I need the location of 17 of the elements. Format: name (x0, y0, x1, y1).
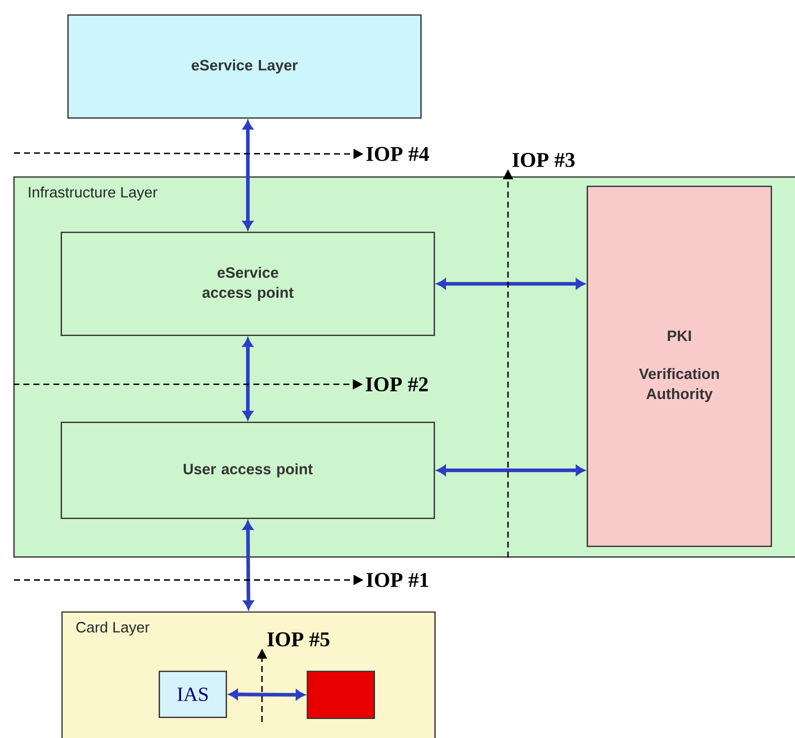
interface-label: IOP #4 (366, 146, 429, 162)
double-arrow (228, 689, 305, 700)
double-arrow (242, 120, 253, 230)
access-point-box: User access point (60, 422, 435, 519)
interface-label: IOP #3 (512, 152, 575, 168)
access-point-box: eService access point (60, 232, 435, 336)
module-box: IAS (158, 670, 227, 718)
double-arrow (436, 278, 585, 289)
interface-label: IOP #2 (366, 377, 428, 392)
interface-label: IOP #5 (267, 632, 330, 646)
double-arrow (242, 520, 254, 610)
double-arrow (436, 465, 585, 476)
chip-box (306, 670, 375, 719)
interface-label: IOP #1 (366, 572, 428, 588)
layer-box: eService Layer (67, 14, 422, 119)
authority-box: PKI Verification Authority (586, 186, 772, 547)
double-arrow (242, 338, 253, 420)
